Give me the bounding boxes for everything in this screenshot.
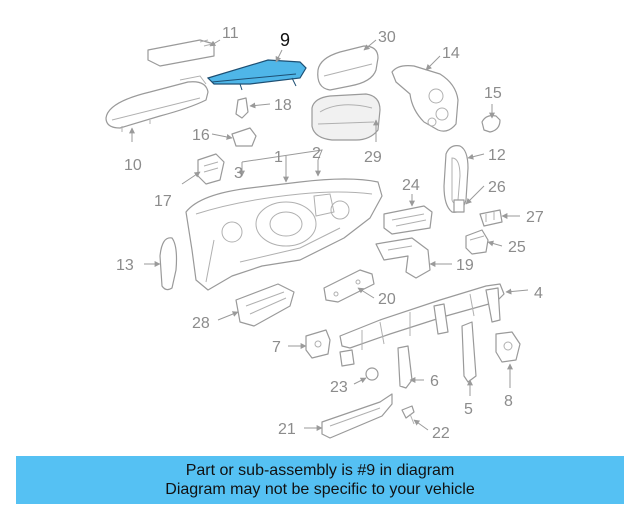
callout-7[interactable]: 7 [272, 339, 281, 356]
part-14-trim[interactable] [391, 65, 459, 132]
part-16-bracket[interactable] [231, 127, 257, 147]
callout-16[interactable]: 16 [192, 127, 210, 144]
part-18-clip[interactable] [235, 97, 249, 119]
part-22-screw[interactable] [401, 405, 415, 425]
callout-27[interactable]: 27 [526, 209, 544, 226]
part-8-connector[interactable] [495, 331, 521, 363]
callout-26[interactable]: 26 [488, 179, 506, 196]
part-21-lower-panel[interactable] [321, 393, 393, 439]
callout-9[interactable]: 9 [280, 30, 290, 50]
callout-30[interactable]: 30 [378, 29, 396, 46]
part-20-rail[interactable] [323, 269, 375, 303]
callout-19[interactable]: 19 [456, 257, 474, 274]
part-26-clip[interactable] [453, 199, 465, 213]
part-29-cluster-hood[interactable] [311, 93, 381, 141]
callout-20[interactable]: 20 [378, 291, 396, 308]
part-1-instrument-panel[interactable] [185, 178, 383, 291]
callout-15[interactable]: 15 [484, 85, 502, 102]
part-23-clip[interactable] [365, 367, 379, 381]
part-25-switch[interactable] [465, 229, 489, 255]
callout-12[interactable]: 12 [488, 147, 506, 164]
callout-2[interactable]: 2 [312, 145, 321, 162]
callout-1[interactable]: 1 [274, 149, 283, 166]
callout-6[interactable]: 6 [430, 373, 439, 390]
part-30-cover[interactable] [317, 45, 379, 91]
callout-25[interactable]: 25 [508, 239, 526, 256]
callout-29[interactable]: 29 [364, 149, 382, 166]
part-17-vent[interactable] [197, 153, 225, 185]
part-5-support[interactable] [461, 321, 477, 383]
part-13-side-cover[interactable] [159, 237, 178, 291]
parts-diagram: 11 9 30 14 15 18 16 10 1 2 29 3 17 12 24… [105, 25, 544, 442]
part-15-knob[interactable] [481, 115, 501, 133]
part-19-bracket[interactable] [375, 237, 431, 279]
callout-5[interactable]: 5 [464, 401, 473, 418]
part-6-brace[interactable] [397, 345, 413, 389]
part-11-lid[interactable] [147, 39, 215, 67]
part-24-bezel[interactable] [383, 205, 433, 235]
caption-line-1: Part or sub-assembly is #9 in diagram [185, 462, 455, 479]
callout-10[interactable]: 10 [124, 157, 142, 174]
callout-11[interactable]: 11 [222, 25, 239, 42]
callout-labels: 11 9 30 14 15 18 16 10 1 2 29 3 17 12 24… [116, 25, 544, 442]
part-4-cross-car-beam[interactable] [339, 283, 505, 367]
part-7-bracket[interactable] [305, 329, 331, 359]
part-27-bracket[interactable] [479, 209, 503, 227]
callout-8[interactable]: 8 [504, 393, 513, 410]
caption-banner: Part or sub-assembly is #9 in diagram Di… [16, 456, 624, 504]
part-28-lower-cover[interactable] [235, 283, 295, 327]
callout-24[interactable]: 24 [402, 177, 420, 194]
callout-22[interactable]: 22 [432, 425, 450, 442]
part-10-armrest[interactable] [105, 75, 209, 132]
callout-17[interactable]: 17 [154, 193, 172, 210]
callout-13[interactable]: 13 [116, 257, 134, 274]
caption-line-2: Diagram may not be specific to your vehi… [165, 481, 475, 498]
callout-28[interactable]: 28 [192, 315, 210, 332]
callout-21[interactable]: 21 [278, 421, 296, 438]
callout-14[interactable]: 14 [442, 45, 460, 62]
part-9-top-panel[interactable] [206, 59, 307, 91]
callout-4[interactable]: 4 [534, 285, 543, 302]
callout-18[interactable]: 18 [274, 97, 292, 114]
callout-23[interactable]: 23 [330, 379, 348, 396]
leader-lines [129, 39, 529, 431]
callout-3[interactable]: 3 [234, 165, 243, 182]
